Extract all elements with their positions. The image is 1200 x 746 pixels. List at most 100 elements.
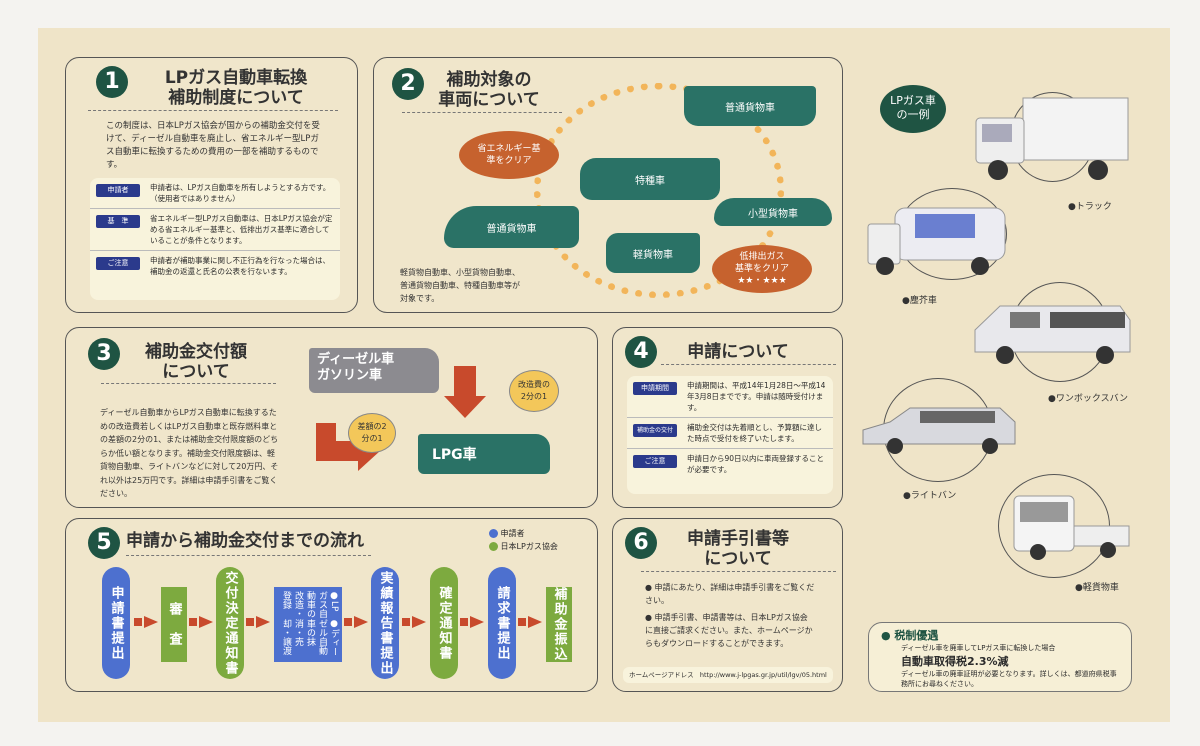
flow-step-review: 審 査: [161, 587, 187, 662]
badge-line: 低排出ガス: [739, 252, 785, 262]
flow-step-payment: 補助金振込: [546, 587, 572, 662]
eligible-note: 軽貨物自動車、小型貨物自動車、普通貨物自動車、特種自動車等が対象です。: [400, 268, 520, 303]
title-line: 補助対象の: [446, 70, 532, 90]
tag-label: 申請期間: [633, 382, 677, 395]
section-number: 3: [88, 338, 120, 370]
section-title: 申請から補助金交付までの流れ: [126, 531, 364, 551]
badge-stars: ★★・★★★: [737, 276, 787, 286]
section-4-panel: 4 申請について 申請期間申請期間は、平成14年1月28日〜平成14年3月8日ま…: [612, 327, 843, 508]
flow-step-confirmation: 確定通知書: [430, 567, 458, 679]
section-number: 6: [625, 527, 657, 559]
title-line: について: [162, 362, 230, 382]
info-row: 申請期間申請期間は、平成14年1月28日〜平成14年3月8日までです。申請は随時…: [627, 376, 833, 418]
bubble-conversion: 改造費の2分の1: [509, 370, 559, 412]
bend-arrow: [316, 423, 336, 453]
url-box: ホームページアドレス http://www.j-lpgas.gr.jp/util…: [623, 667, 833, 683]
info-row: 補助金の交付補助金交付は先着順とし、予算額に達した時点で受付を終了いたします。: [627, 418, 833, 449]
info-text: 申請者が補助事業に関し不正行為を行なった場合は、補助金の返還と氏名の公表を行ない…: [150, 256, 330, 276]
truck-label: ガソリン車: [317, 368, 383, 383]
tax-subtitle: ディーゼル車を廃車してLPガス車に転換した場合: [901, 644, 1056, 652]
down-arrow-head: [444, 396, 486, 418]
divider: [641, 571, 836, 572]
title-line: 補助制度について: [168, 88, 304, 108]
section-number: 1: [96, 66, 128, 98]
info-text: 申請者は、LPガス自動車を所有しようとする方です。（使用者ではありません）: [150, 183, 331, 203]
vehicle-light-cargo: 軽貨物車: [606, 233, 700, 273]
flow-arrow: [402, 616, 428, 628]
divider: [88, 110, 338, 111]
tag-label: 基 準: [96, 215, 140, 228]
down-arrow: [454, 366, 476, 398]
divider: [402, 112, 562, 113]
title-line: LPガス自動車転換: [164, 68, 308, 88]
info-text: 申請日から90日以内に車両登録することが必要です。: [687, 454, 825, 474]
intro-text: この制度は、日本LPガス協会が国からの補助金交付を受けて、ディーゼル自動車を廃止…: [106, 121, 320, 170]
diesel-truck: ディーゼル車ガソリン車: [309, 348, 439, 393]
legend-label: 申請者: [500, 529, 525, 538]
section-number: 2: [392, 68, 424, 100]
emission-standard-badge: 低排出ガス基準をクリア ★★・★★★: [712, 245, 812, 293]
tax-note: ディーゼル車の廃車証明が必要となります。詳しくは、都道府県税事務所にお尋ねくださ…: [901, 670, 1117, 688]
legend: 申請者 日本LPガス協会: [489, 527, 558, 553]
flow-step-line: ●LPガス自動車の改造・登録: [281, 591, 339, 618]
tax-reduction: 自動車取得税2.3%減: [901, 655, 1009, 668]
flow-step-line: ●ディーゼル自動車の抹消・売却・譲渡: [281, 619, 339, 657]
section-title: 補助金交付額について: [126, 342, 266, 382]
truck-label: ディーゼル車: [317, 352, 395, 367]
dotted-circle: [534, 83, 784, 298]
info-row: ご注意申請日から90日以内に車両登録することが必要です。: [627, 449, 833, 479]
section-5-panel: 5 申請から補助金交付までの流れ 申請者 日本LPガス協会 申請書提出 審 査 …: [65, 518, 598, 692]
divider: [101, 383, 276, 384]
vehicle-standard-van: 普通貨物車: [444, 206, 579, 248]
flow-step-submit: 申請書提出: [102, 567, 130, 679]
section-number: 4: [625, 336, 657, 368]
title-line: について: [704, 549, 772, 569]
example-caption: ●ワンボックスバン: [1048, 394, 1129, 404]
vehicle-special: 特種車: [580, 158, 720, 200]
section-title: LPガス自動車転換補助制度について: [136, 68, 336, 108]
example-caption: ●軽貨物車: [1075, 583, 1119, 593]
section-title: 申請手引書等について: [663, 529, 813, 569]
section-number: 5: [88, 527, 120, 559]
title-line: 車両について: [438, 90, 540, 110]
legend-label: 日本LPガス協会: [500, 542, 558, 551]
legend-applicant: 申請者: [489, 527, 558, 540]
example-caption: ●トラック: [1068, 202, 1112, 212]
flow-arrow: [460, 616, 486, 628]
flow-arrow: [189, 616, 215, 628]
garbage-truck-photo: [867, 207, 1006, 275]
title-line: 補助金交付額: [145, 342, 247, 362]
lpg-truck: LPG車: [418, 434, 550, 474]
homepage-link[interactable]: http://www.j-lpgas.gr.jp/util/lgv/05.htm…: [699, 671, 827, 679]
energy-standard-badge: 省エネルギー基準をクリア: [459, 131, 559, 179]
amount-text: ディーゼル自動車からLPガス自動車に転換するための改造費若しくはLPガス自動車と…: [100, 408, 279, 498]
divider: [126, 555, 371, 556]
flow-arrow: [246, 616, 272, 628]
tag-label: ご注意: [96, 257, 140, 270]
tag-label: 申請者: [96, 184, 140, 197]
section-title: 申請について: [687, 342, 789, 362]
section-6-panel: 6 申請手引書等について ● 申請にあたり、詳細は申請手引書をご覧ください。 ●…: [612, 518, 843, 692]
tag-label: ご注意: [633, 455, 677, 468]
info-row: 申請者申請者は、LPガス自動車を所有しようとする方です。（使用者ではありません）: [90, 178, 340, 209]
info-box: 申請期間申請期間は、平成14年1月28日〜平成14年3月8日までです。申請は随時…: [627, 376, 833, 494]
light-van-photo: [862, 407, 1016, 454]
legend-association: 日本LPガス協会: [489, 540, 558, 553]
section-2-panel: 2 補助対象の車両について 普通貨物車 特種車 普通貨物車 小型貨物車 軽貨物車…: [373, 57, 843, 313]
tag-label: 補助金の交付: [633, 424, 677, 437]
badge-line: 基準をクリア: [734, 264, 789, 274]
flow-arrow: [344, 616, 370, 628]
title-line: 申請手引書等: [687, 529, 789, 549]
flow-step-claim: 請求書提出: [488, 567, 516, 679]
example-caption: ●ライトバン: [903, 491, 957, 501]
van-photo: [974, 305, 1131, 364]
bullet-text: ● 申請にあたり、詳細は申請手引書をご覧ください。: [645, 583, 815, 605]
flow-step-report: 実績報告書提出: [371, 567, 399, 679]
info-box: 申請者申請者は、LPガス自動車を所有しようとする方です。（使用者ではありません）…: [90, 178, 340, 300]
url-label: ホームページアドレス: [629, 671, 694, 679]
badge-line: の一例: [896, 108, 930, 121]
tax-incentive-box: ● 税制優遇 ディーゼル車を廃車してLPガス車に転換した場合 自動車取得税2.3…: [868, 622, 1132, 692]
info-row: ご注意申請者が補助事業に関し不正行為を行なった場合は、補助金の返還と氏名の公表を…: [90, 251, 340, 281]
examples-badge: LPガス車の一例: [880, 85, 946, 133]
flow-arrow: [134, 616, 160, 628]
